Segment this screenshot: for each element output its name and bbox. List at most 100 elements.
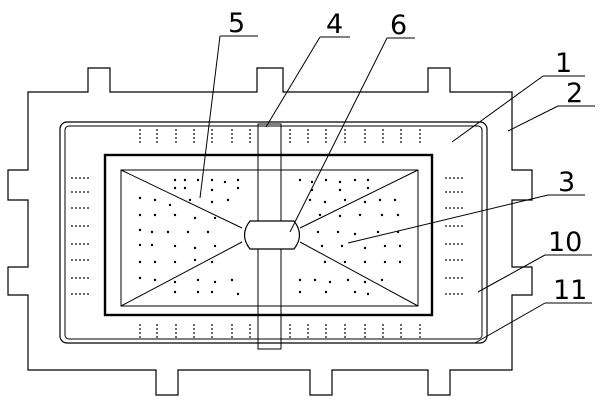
- hole-dot: [213, 280, 217, 284]
- hole-dot: [213, 216, 217, 220]
- hole-dot: [419, 324, 421, 326]
- hole-dot: [231, 332, 233, 334]
- hole-dot: [138, 196, 142, 200]
- hole-dot: [193, 129, 195, 131]
- hole-dot: [226, 198, 230, 202]
- hole-dot: [153, 213, 157, 217]
- hole-dot: [79, 259, 81, 261]
- hole-dot: [249, 328, 251, 330]
- hole-dot: [175, 324, 177, 326]
- hole-dot: [307, 133, 309, 135]
- outer-stepped-frame: [7, 67, 533, 396]
- hole-dot: [289, 129, 291, 131]
- hole-dot: [249, 324, 251, 326]
- hole-dot: [457, 293, 459, 295]
- hole-dot: [364, 141, 366, 143]
- hole-dot: [71, 293, 73, 295]
- hole-dot: [150, 243, 154, 247]
- label-10: 10: [548, 227, 582, 258]
- hole-dot: [353, 178, 357, 182]
- hole-dot: [316, 230, 320, 234]
- hole-dot: [83, 207, 85, 209]
- hole-dot: [366, 186, 370, 190]
- hole-dot: [457, 277, 459, 279]
- hole-dot: [138, 243, 142, 247]
- hole-dot: [173, 244, 177, 248]
- hole-dot: [308, 198, 312, 202]
- hole-dot: [400, 133, 402, 135]
- hole-dot: [236, 186, 240, 190]
- hole-dot: [307, 129, 309, 131]
- hole-dot: [87, 277, 89, 279]
- hole-dot: [325, 129, 327, 131]
- hole-dot: [457, 207, 459, 209]
- hole-dot: [400, 336, 402, 338]
- hole-dot: [175, 336, 177, 338]
- hole-dot: [231, 324, 233, 326]
- hole-dot: [139, 332, 141, 334]
- hole-dot: [175, 137, 177, 139]
- hole-dot: [461, 207, 463, 209]
- hole-dot: [173, 290, 177, 294]
- hole-dot: [382, 133, 384, 135]
- hole-dot: [188, 198, 192, 202]
- hole-dot: [249, 141, 251, 143]
- hole-dot: [193, 137, 195, 139]
- hole-dot: [366, 178, 370, 182]
- hole-dot: [175, 129, 177, 131]
- hole-dot: [307, 141, 309, 143]
- hole-dot: [196, 278, 200, 282]
- hole-dot: [396, 213, 400, 217]
- label-11: 11: [553, 275, 587, 306]
- hole-dot: [236, 292, 240, 296]
- hole-dot: [75, 225, 77, 227]
- hole-dot: [196, 290, 200, 294]
- hole-dot: [193, 324, 195, 326]
- hole-dot: [87, 225, 89, 227]
- hole-dot: [453, 259, 455, 261]
- hole-dot: [461, 259, 463, 261]
- hole-dot: [461, 277, 463, 279]
- hole-dot: [87, 243, 89, 245]
- hole-dot: [211, 133, 213, 135]
- label-5: 5: [228, 8, 245, 39]
- hole-dot: [453, 243, 455, 245]
- hole-dot: [380, 278, 384, 282]
- hole-dot: [75, 191, 77, 193]
- hole-dot: [211, 336, 213, 338]
- hole-dot: [249, 137, 251, 139]
- hole-dot: [231, 141, 233, 143]
- hole-dot: [83, 293, 85, 295]
- hole-dot: [364, 324, 366, 326]
- hole-dot: [419, 332, 421, 334]
- hole-dot: [336, 230, 340, 234]
- hole-dot: [461, 191, 463, 193]
- hole-dot: [79, 277, 81, 279]
- hole-dot: [419, 133, 421, 135]
- hole-dot: [196, 178, 200, 182]
- leader-lines: [199, 35, 595, 344]
- hole-dot: [139, 141, 141, 143]
- hole-dot: [71, 259, 73, 261]
- hole-dot: [75, 243, 77, 245]
- hole-dot: [445, 293, 447, 295]
- hole-dot: [193, 336, 195, 338]
- hole-dot: [457, 177, 459, 179]
- hole-dot: [138, 213, 142, 217]
- label-4: 4: [326, 9, 343, 40]
- hole-dot: [358, 213, 362, 217]
- hole-dot: [445, 191, 447, 193]
- hole-dot: [138, 228, 142, 232]
- hole-dot: [338, 180, 342, 184]
- hole-dot: [139, 336, 141, 338]
- hole-dot: [343, 260, 347, 264]
- hole-dot: [445, 277, 447, 279]
- hole-dot: [249, 129, 251, 131]
- hole-dot: [346, 278, 350, 282]
- hole-dot: [453, 293, 455, 295]
- hole-dot: [210, 200, 214, 204]
- hole-dot: [364, 336, 366, 338]
- hole-dot: [298, 290, 302, 294]
- hole-dot: [156, 129, 158, 131]
- hole-dot: [193, 141, 195, 143]
